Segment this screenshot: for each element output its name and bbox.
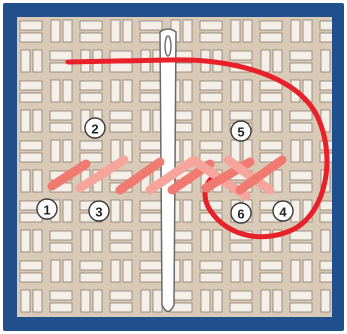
step-marker-5: 5 xyxy=(231,121,251,141)
step-marker-3: 3 xyxy=(89,201,109,221)
step-label: 3 xyxy=(95,205,102,220)
step-label: 6 xyxy=(237,207,244,222)
step-marker-6: 6 xyxy=(231,203,251,223)
step-label: 4 xyxy=(279,205,287,220)
step-marker-4: 4 xyxy=(273,201,293,221)
step-label: 2 xyxy=(91,122,98,137)
step-marker-1: 1 xyxy=(37,199,57,219)
step-marker-2: 2 xyxy=(85,118,105,138)
step-label: 1 xyxy=(43,203,50,218)
step-label: 5 xyxy=(237,125,244,140)
